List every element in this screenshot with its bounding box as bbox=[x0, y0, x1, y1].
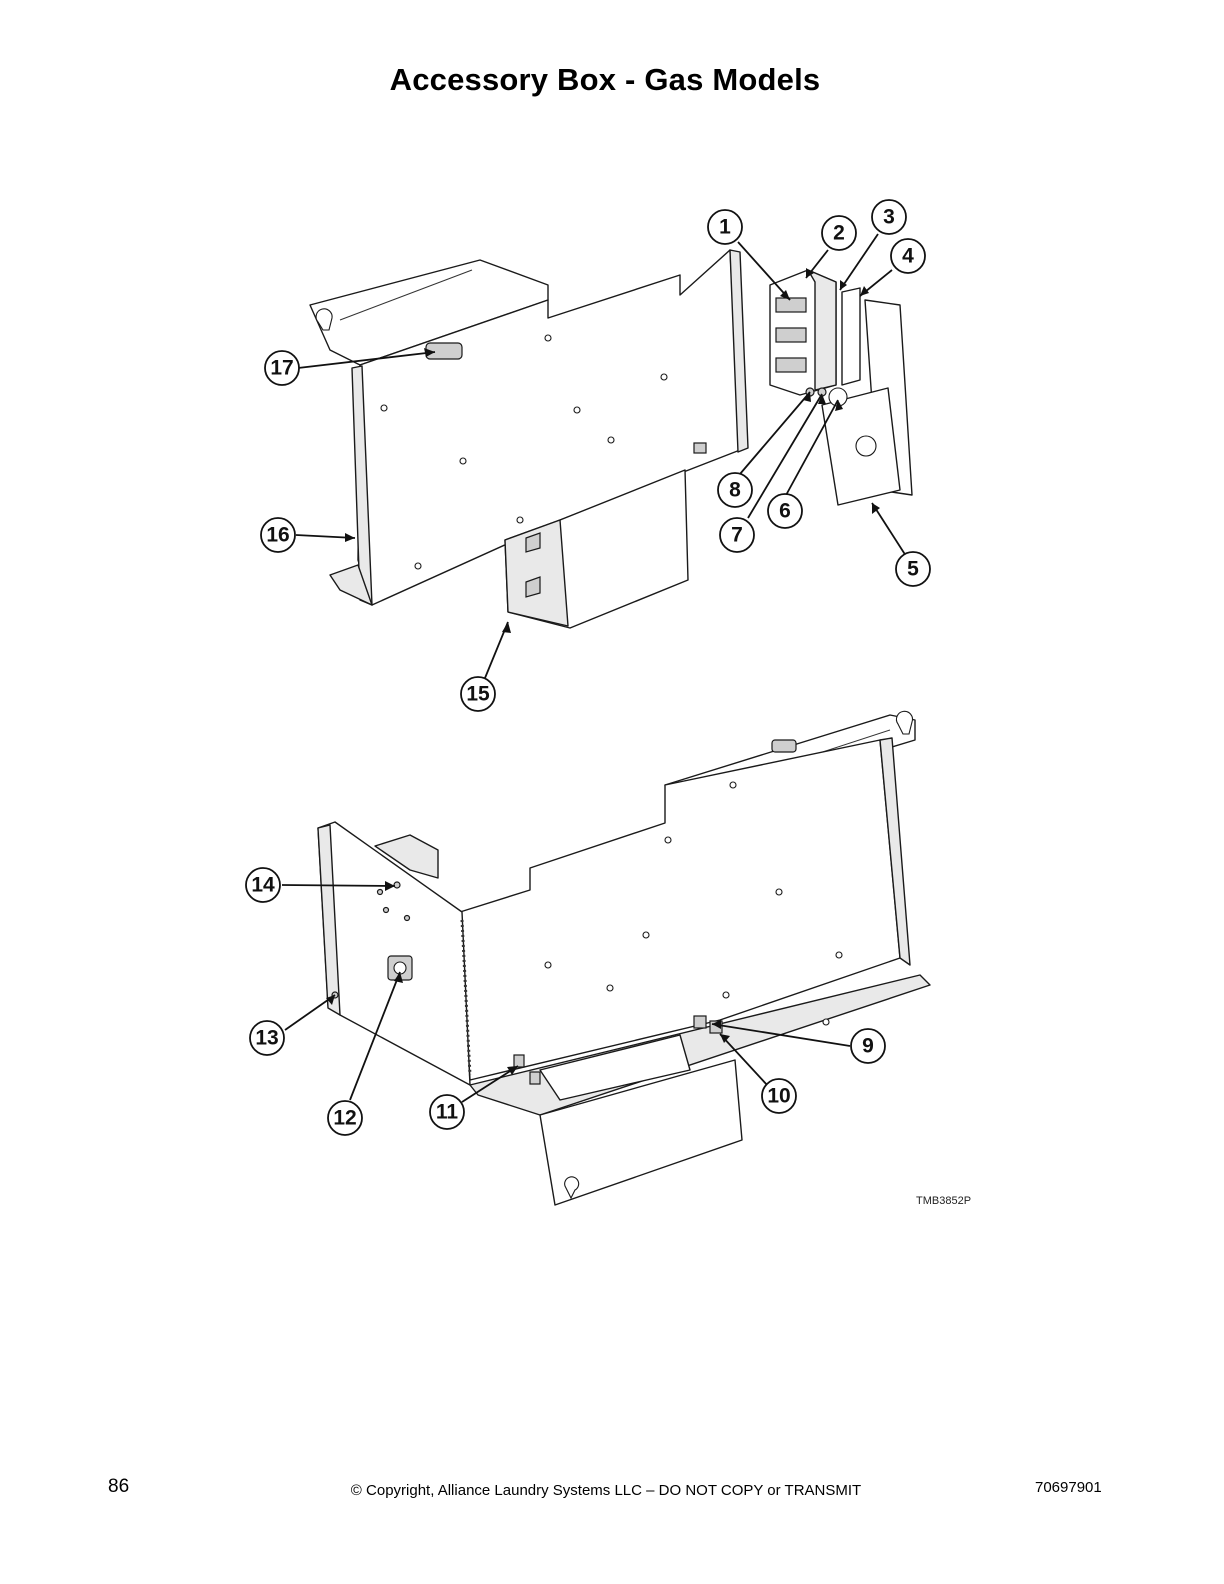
svg-text:1: 1 bbox=[719, 216, 731, 239]
callout-10: 10 bbox=[761, 1078, 797, 1114]
leader-lines bbox=[281, 233, 907, 1103]
callout-1: 1 bbox=[707, 209, 743, 245]
hanging-plate bbox=[539, 1059, 743, 1206]
callout-13: 13 bbox=[249, 1020, 285, 1056]
callout-5: 5 bbox=[895, 551, 931, 587]
svg-text:4: 4 bbox=[902, 245, 914, 268]
svg-text:8: 8 bbox=[729, 479, 741, 502]
callout-16: 16 bbox=[260, 517, 296, 553]
callout-14: 14 bbox=[245, 867, 281, 903]
hinge-strip bbox=[729, 249, 749, 453]
top-assembly bbox=[309, 249, 913, 629]
callout-3: 3 bbox=[871, 199, 907, 235]
page-number: 86 bbox=[108, 1476, 130, 1497]
copyright-notice: © Copyright, Alliance Laundry Systems LL… bbox=[350, 1482, 862, 1499]
svg-text:6: 6 bbox=[779, 500, 791, 523]
left-end-panel bbox=[317, 821, 471, 1086]
svg-text:10: 10 bbox=[767, 1085, 790, 1108]
svg-text:14: 14 bbox=[251, 874, 275, 897]
svg-text:9: 9 bbox=[862, 1035, 874, 1058]
svg-text:13: 13 bbox=[255, 1027, 278, 1050]
callout-12: 12 bbox=[327, 1100, 363, 1136]
callout-2: 2 bbox=[821, 215, 857, 251]
svg-text:11: 11 bbox=[436, 1101, 459, 1124]
keyhole bbox=[315, 308, 333, 331]
bottom-assembly: TMB3852P bbox=[317, 710, 971, 1207]
callout-8: 8 bbox=[717, 472, 753, 508]
bottom-main-panel bbox=[459, 739, 901, 1081]
svg-text:3: 3 bbox=[883, 206, 895, 229]
svg-text:16: 16 bbox=[266, 524, 289, 547]
callout-9: 9 bbox=[850, 1028, 886, 1064]
svg-text:15: 15 bbox=[466, 683, 490, 706]
svg-text:2: 2 bbox=[833, 222, 845, 245]
callout-4: 4 bbox=[890, 238, 926, 274]
svg-text:12: 12 bbox=[333, 1107, 356, 1130]
page-title: Accessory Box - Gas Models bbox=[389, 62, 821, 97]
lower-box-side bbox=[504, 519, 569, 627]
callout-7: 7 bbox=[719, 517, 755, 553]
document-number: 70697901 bbox=[1035, 1479, 1102, 1496]
svg-text:17: 17 bbox=[270, 357, 293, 380]
callout-6: 6 bbox=[767, 493, 803, 529]
gasket bbox=[841, 287, 861, 386]
svg-text:5: 5 bbox=[907, 558, 919, 581]
callout-17: 17 bbox=[264, 350, 300, 386]
svg-text:7: 7 bbox=[731, 524, 743, 547]
figure-code: TMB3852P bbox=[916, 1195, 971, 1207]
callout-11: 11 bbox=[429, 1094, 465, 1130]
bottom-lip bbox=[329, 564, 373, 606]
callout-15: 15 bbox=[460, 676, 496, 712]
